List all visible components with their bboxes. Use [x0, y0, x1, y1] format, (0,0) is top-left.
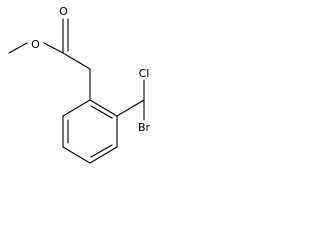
molecule-drawing: O O Cl Br	[8, 4, 151, 164]
ring-bond-3	[89, 146, 118, 164]
carbonyl-to-ch2-bond	[62, 52, 91, 70]
ester-o-to-carbonyl-bond	[43, 42, 64, 54]
atom-label-carbonyl-oxygen: O	[59, 5, 68, 18]
ring-bond-4	[62, 146, 91, 164]
structure-diagram: O O Cl Br	[0, 0, 156, 190]
atom-label-ester-oxygen: O	[31, 38, 40, 51]
ring-bond-1	[89, 99, 118, 117]
atom-label-chlorine: Cl	[139, 67, 150, 80]
methyl-bond	[8, 42, 28, 54]
ring-to-chclbr-bond	[116, 99, 145, 117]
ring-inner-double-2	[90, 144, 113, 158]
atom-label-bromine: Br	[138, 121, 151, 134]
ring-inner-double-1	[90, 105, 113, 119]
ring-bond-6	[62, 99, 91, 117]
